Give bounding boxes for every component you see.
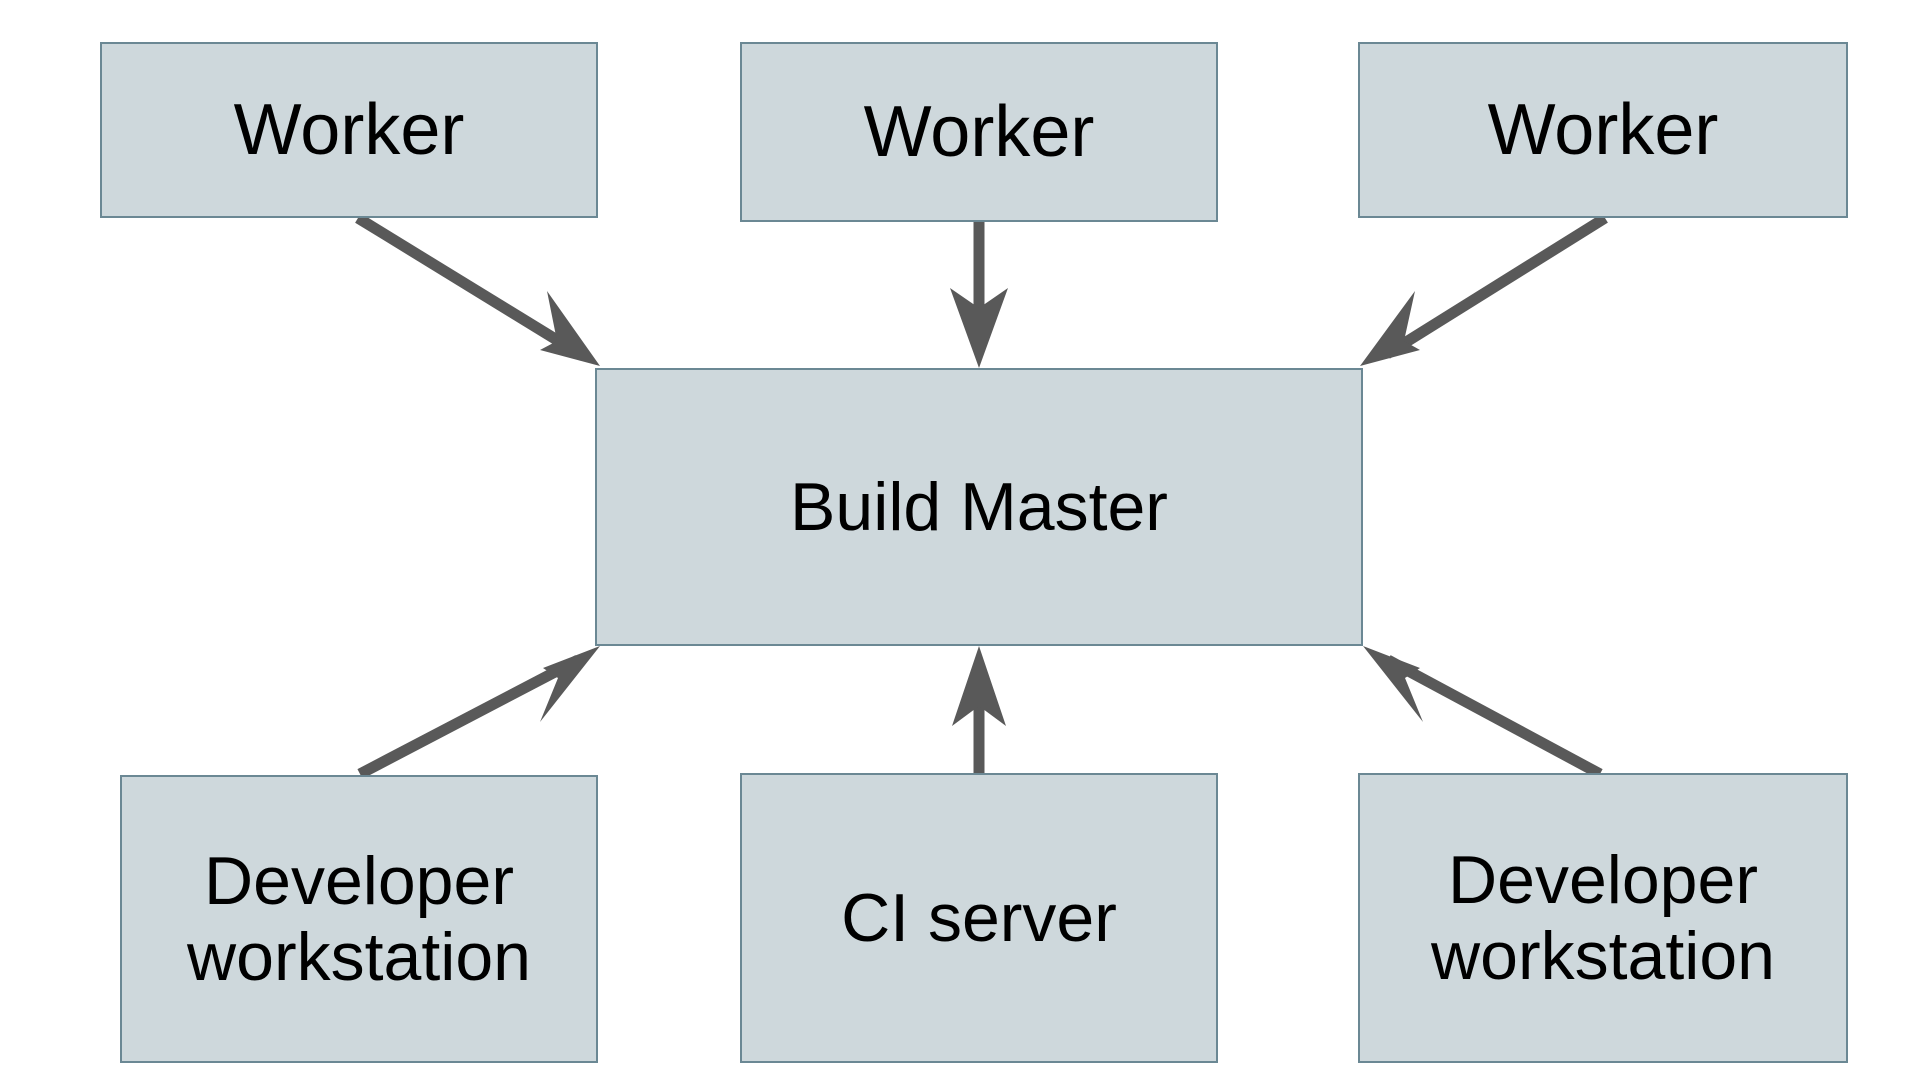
node-worker-right-label: Worker: [1487, 89, 1719, 170]
node-worker-middle[interactable]: Worker: [740, 42, 1218, 222]
node-worker-left[interactable]: Worker: [100, 42, 598, 218]
node-build-master-label: Build Master: [790, 468, 1168, 545]
node-developer-workstation-right[interactable]: Developer workstation: [1358, 773, 1848, 1063]
node-developer-workstation-right-label: Developer workstation: [1431, 841, 1775, 994]
edge-worker-left-to-master: [355, 213, 600, 366]
node-developer-workstation-left-label: Developer workstation: [187, 842, 531, 995]
arrowhead-icon: [950, 288, 1008, 368]
arrowhead-icon: [540, 646, 600, 722]
edge-ci-server-to-master: [952, 646, 1006, 773]
node-worker-right[interactable]: Worker: [1358, 42, 1848, 218]
node-ci-server[interactable]: CI server: [740, 773, 1218, 1063]
edge-dev-right-to-master: [1363, 646, 1603, 779]
node-ci-server-label: CI server: [841, 879, 1117, 956]
arrowhead-icon: [540, 291, 600, 366]
node-developer-workstation-left[interactable]: Developer workstation: [120, 775, 598, 1063]
node-worker-left-label: Worker: [233, 89, 465, 170]
edge-worker-right-to-master: [1360, 213, 1608, 366]
arrowhead-icon: [1360, 291, 1420, 366]
arrowhead-icon: [952, 646, 1006, 726]
node-build-master[interactable]: Build Master: [595, 368, 1363, 646]
arrowhead-icon: [1363, 646, 1423, 722]
node-worker-middle-label: Worker: [863, 91, 1095, 172]
edge-worker-mid-to-master: [950, 222, 1008, 368]
edge-dev-left-to-master: [357, 646, 600, 779]
